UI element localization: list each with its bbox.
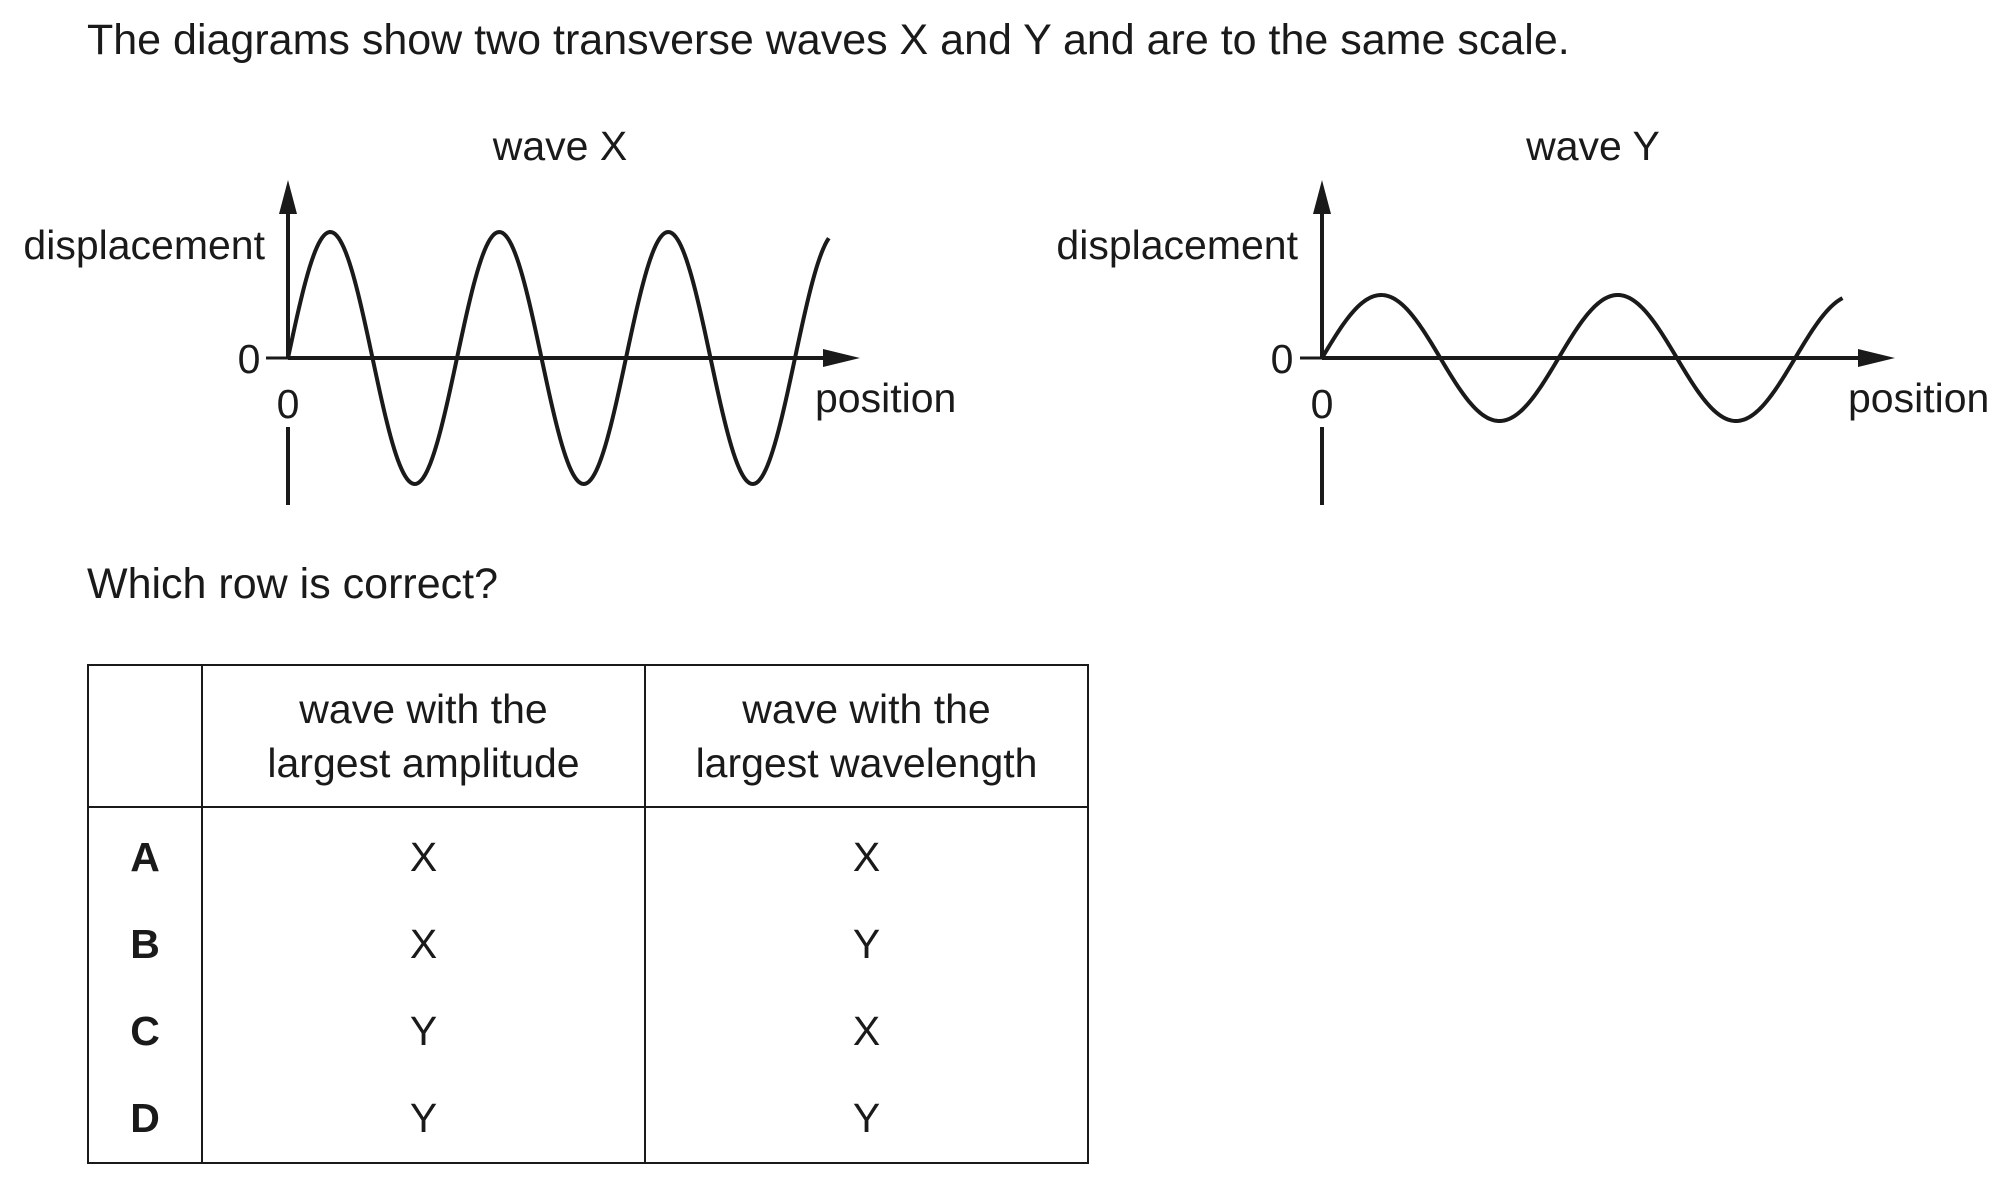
table-row: B X Y bbox=[87, 901, 1089, 988]
row-wavelength: Y bbox=[644, 1075, 1089, 1164]
header-wavelength-cell: wave with the largest wavelength bbox=[644, 664, 1089, 808]
answer-table: wave with the largest amplitude wave wit… bbox=[87, 664, 1089, 1164]
wave-y-position-label: position bbox=[1848, 375, 1989, 421]
wave-x-y-axis-arrow bbox=[279, 180, 297, 214]
wave-x-curve bbox=[286, 229, 831, 487]
row-amplitude: Y bbox=[201, 988, 646, 1075]
header-wavelength-line2: largest wavelength bbox=[695, 740, 1038, 786]
table-header-row: wave with the largest amplitude wave wit… bbox=[87, 664, 1089, 808]
table-row: C Y X bbox=[87, 988, 1089, 1075]
wave-x-displacement-label: displacement bbox=[23, 222, 265, 268]
question-intro: The diagrams show two transverse waves X… bbox=[87, 16, 1570, 64]
row-key: A bbox=[87, 807, 203, 901]
wave-x-title: wave X bbox=[492, 123, 627, 169]
header-amplitude-line1: wave with the bbox=[299, 686, 548, 732]
row-amplitude: Y bbox=[201, 1075, 646, 1164]
row-wavelength: Y bbox=[644, 901, 1089, 988]
table-row: A X X bbox=[87, 807, 1089, 901]
row-key: B bbox=[87, 901, 203, 988]
wave-x-position-label: position bbox=[815, 375, 956, 421]
wave-y-displacement-label: displacement bbox=[1056, 222, 1298, 268]
row-amplitude: X bbox=[201, 901, 646, 988]
row-key: D bbox=[87, 1075, 203, 1164]
wave-x-x-axis-arrow bbox=[823, 349, 860, 367]
row-wavelength: X bbox=[644, 988, 1089, 1075]
wave-y-y-axis-arrow bbox=[1313, 180, 1331, 214]
wave-y-title: wave Y bbox=[1525, 123, 1660, 169]
header-amplitude-line2: largest amplitude bbox=[267, 740, 580, 786]
header-key-cell bbox=[87, 664, 203, 808]
wave-x-x-zero-label: 0 bbox=[277, 381, 300, 427]
row-wavelength: X bbox=[644, 807, 1089, 901]
header-wavelength-line1: wave with the bbox=[742, 686, 991, 732]
wave-y-x-zero-label: 0 bbox=[1311, 381, 1334, 427]
wave-y-x-axis-arrow bbox=[1858, 349, 1895, 367]
wave-y-curve bbox=[1320, 292, 1844, 424]
row-key: C bbox=[87, 988, 203, 1075]
header-amplitude-cell: wave with the largest amplitude bbox=[201, 664, 646, 808]
wave-y-diagram: wave Y displacement 0 0 position bbox=[1056, 123, 1989, 505]
row-amplitude: X bbox=[201, 807, 646, 901]
wave-x-diagram: wave X displacement 0 0 position bbox=[23, 123, 956, 505]
wave-x-y-zero-label: 0 bbox=[238, 336, 261, 382]
table-row: D Y Y bbox=[87, 1075, 1089, 1164]
question-prompt: Which row is correct? bbox=[87, 560, 498, 608]
wave-y-y-zero-label: 0 bbox=[1271, 336, 1294, 382]
